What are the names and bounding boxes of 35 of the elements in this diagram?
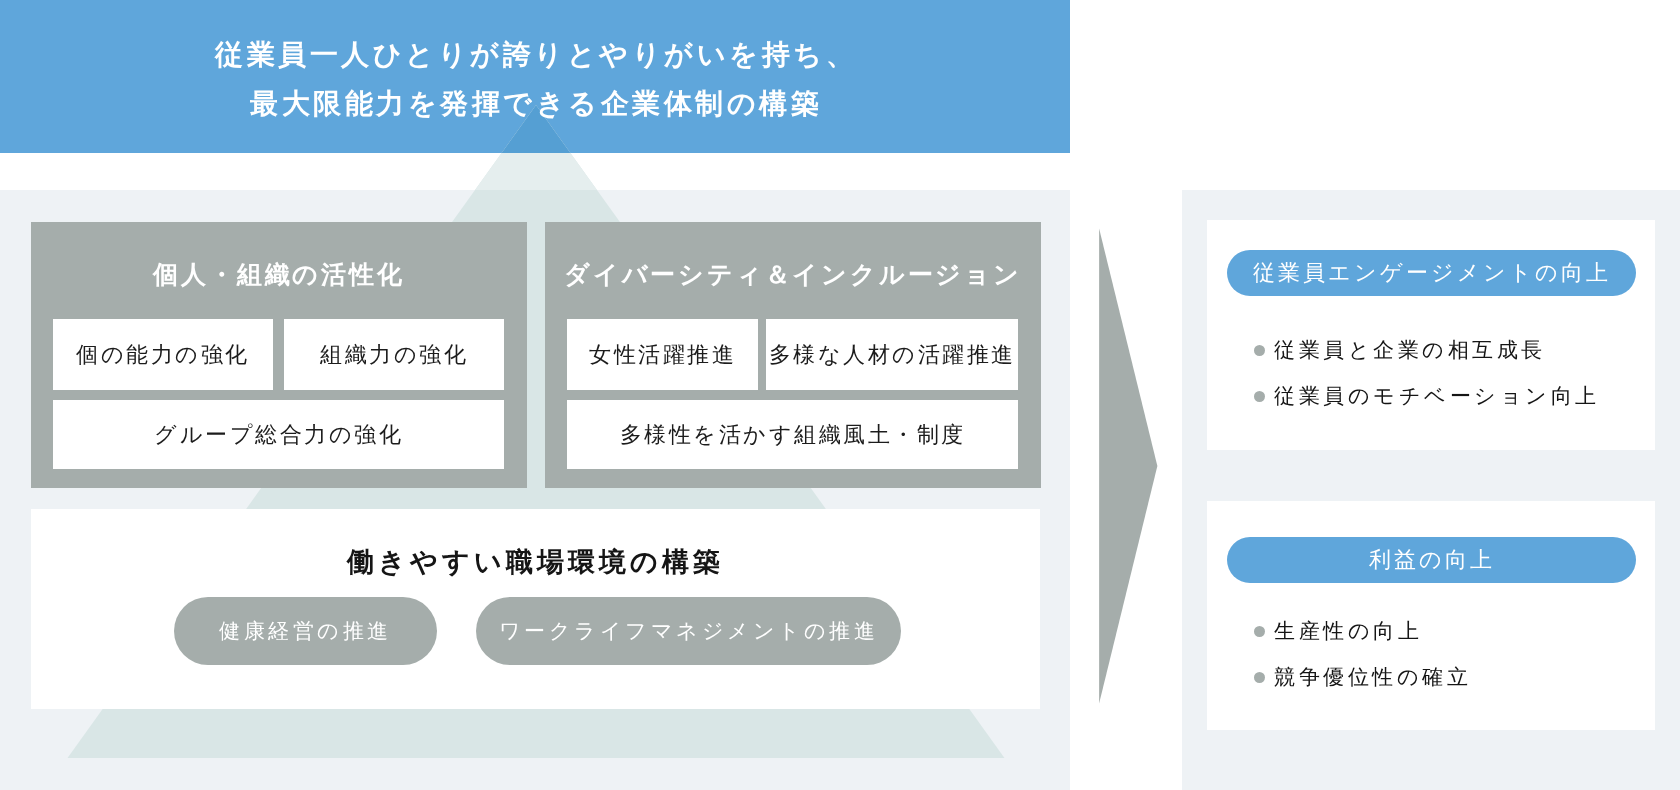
outcome-title: 利益の向上 xyxy=(1368,546,1495,574)
panel-background xyxy=(1182,190,1680,790)
bullet-text: 従業員のモチベーション向上 xyxy=(1274,383,1600,410)
arrow xyxy=(1099,228,1158,704)
category-title: 個人・組織の活性化 xyxy=(153,260,405,290)
outcome-pill xyxy=(1227,250,1636,296)
initiative-label: 多様性を活かす組織風土・制度 xyxy=(619,420,966,449)
initiative-box xyxy=(567,400,1018,469)
initiative-label: 多様な人材の活躍推進 xyxy=(768,340,1016,369)
category-box xyxy=(31,509,1040,709)
category-box xyxy=(31,222,527,488)
outcome-card xyxy=(1207,501,1655,730)
category-title: 働きやすい職場環境の構築 xyxy=(347,547,724,577)
bullet-text: 競争優位性の確立 xyxy=(1274,664,1471,691)
initiative-box xyxy=(284,319,504,390)
panel-background xyxy=(0,190,1070,790)
initiative-label: 健康経営の推進 xyxy=(219,618,392,645)
bullet-text: 従業員と企業の相互成長 xyxy=(1274,337,1546,364)
initiative-label: 個の能力の強化 xyxy=(76,340,250,369)
outcome-card xyxy=(1207,220,1655,450)
category-title: ダイバーシティ＆インクルージョン xyxy=(564,260,1022,290)
goal-text: 従業員一人ひとりが誇りとやりがいを持ち、最大限能力を発揮できる企業体制の構築 xyxy=(213,37,858,122)
initiative-box xyxy=(766,319,1018,390)
outcome-pill xyxy=(1227,537,1636,583)
bullet-text: 生産性の向上 xyxy=(1274,618,1422,645)
category-box xyxy=(545,222,1041,488)
goal-banner xyxy=(0,0,1070,153)
outcome-title: 従業員エンゲージメントの向上 xyxy=(1252,259,1611,287)
initiative-box xyxy=(567,319,758,390)
initiative-label: 女性活躍推進 xyxy=(589,340,736,369)
initiative-label: ワークライフマネジメントの推進 xyxy=(498,618,879,645)
initiative-label: グループ総合力の強化 xyxy=(154,420,403,449)
initiative-box xyxy=(53,319,273,390)
initiative-box xyxy=(53,400,504,469)
initiative-label: 組織力の強化 xyxy=(320,340,468,369)
